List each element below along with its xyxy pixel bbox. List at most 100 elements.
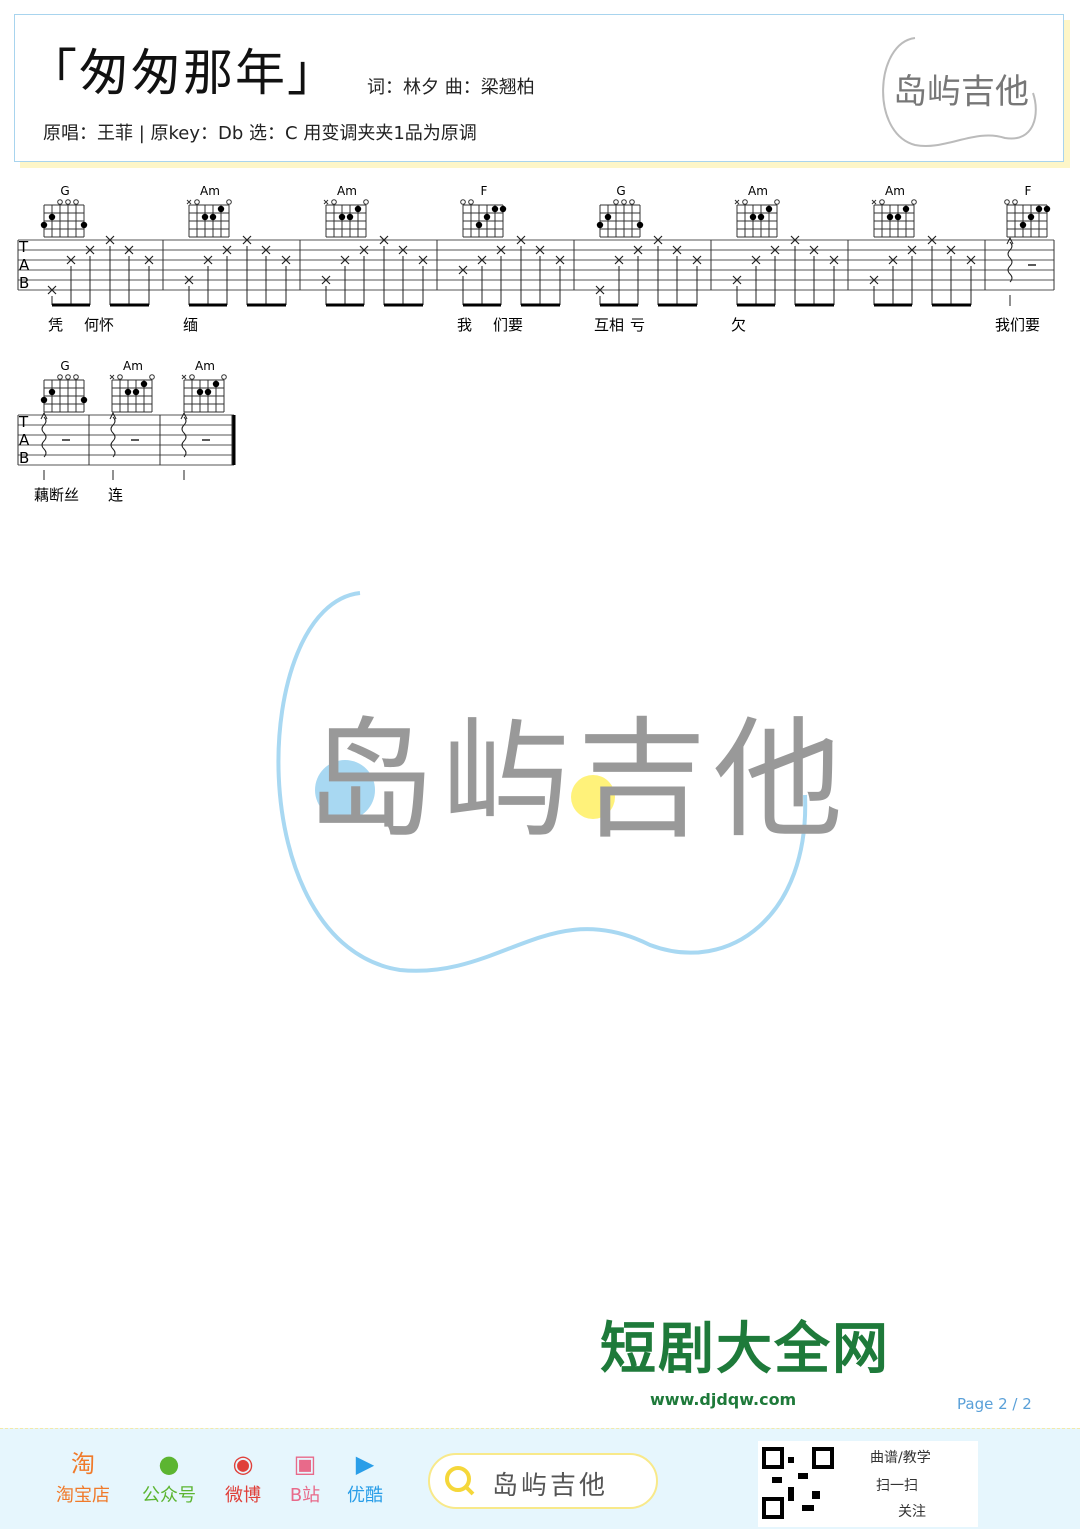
footer-link-label: 公众号: [142, 1485, 196, 1506]
chord-dot: [1035, 205, 1043, 213]
chord-name: Am: [195, 359, 215, 373]
open-string-icon: [1012, 199, 1018, 205]
open-string-icon: [363, 199, 369, 205]
tab-note: [261, 245, 271, 255]
tab-note: [829, 255, 839, 265]
open-string-icon: [629, 199, 635, 205]
tab-note: [907, 245, 917, 255]
tab-note: [966, 255, 976, 265]
tab-note: [614, 255, 624, 265]
chord-name: Am: [748, 184, 768, 198]
chord-dot: [80, 221, 88, 229]
chord-dot: [636, 221, 644, 229]
footer-link-label: 淘宝店: [56, 1485, 110, 1506]
footer-link-icon: ▶: [355, 1450, 375, 1478]
tab-note: [888, 255, 898, 265]
footer-link-0[interactable]: 淘淘宝店: [48, 1447, 118, 1507]
search-box[interactable]: 岛屿吉他: [428, 1453, 658, 1509]
open-string-icon: [149, 374, 155, 380]
lyric: 连: [108, 486, 123, 504]
chord-dot: [80, 396, 88, 404]
song-info: 原唱：王菲 | 原key：Db 选：C 用变调夹夹1品为原调: [43, 123, 477, 144]
open-string-icon: [194, 199, 200, 205]
chord-name: F: [481, 184, 488, 198]
footer-link-label: 优酷: [347, 1485, 383, 1506]
muted-string-icon: [181, 374, 187, 380]
qr-code-icon[interactable]: [762, 1447, 834, 1519]
search-text: 岛屿吉他: [492, 1471, 609, 1501]
lyric: 藕断丝: [34, 486, 79, 504]
open-string-icon: [189, 374, 195, 380]
chord-dot: [48, 388, 56, 396]
page-number: Page 2 / 2: [957, 1395, 1032, 1413]
tab-note: [85, 245, 95, 255]
tab-note: [144, 255, 154, 265]
chord-dot: [604, 213, 612, 221]
tab-note: [203, 255, 213, 265]
chord-name: Am: [885, 184, 905, 198]
chord-dot: [483, 213, 491, 221]
chord-dot: [209, 213, 217, 221]
chord-dot: [491, 205, 499, 213]
footer-link-icon: 淘: [71, 1450, 95, 1478]
footer-link-3[interactable]: ▣B站: [270, 1447, 340, 1507]
tab-note: [927, 235, 937, 245]
tab-note: [105, 235, 115, 245]
overlay-watermark: 短剧大全网: [600, 1317, 890, 1382]
tab-clef: B: [19, 274, 29, 292]
tab-note: [809, 245, 819, 255]
lyric: 凭: [48, 316, 63, 334]
open-string-icon: [911, 199, 917, 205]
chord-dot: [1019, 221, 1027, 229]
open-string-icon: [774, 199, 780, 205]
chord-dot: [765, 205, 773, 213]
chord-name: G: [60, 359, 69, 373]
footer-link-4[interactable]: ▶ 优酷: [330, 1447, 400, 1507]
song-title: 「匆匆那年」: [27, 44, 339, 102]
chord-dot: [346, 213, 354, 221]
footer-link-icon: ●: [158, 1450, 180, 1478]
overlay-url: www.djdqw.com: [650, 1390, 797, 1409]
tab-note: [869, 275, 879, 285]
lyric: 亏: [630, 316, 645, 334]
footer-link-2[interactable]: ◉微博: [208, 1447, 278, 1507]
footer-link-1[interactable]: ● 公众号: [134, 1447, 204, 1507]
open-string-icon: [613, 199, 619, 205]
qr-sub: 扫一扫: [876, 1478, 918, 1494]
chord-dot: [40, 396, 48, 404]
open-string-icon: [57, 199, 63, 205]
lyric: 互相: [594, 316, 624, 334]
tab-clef: T: [18, 238, 29, 256]
header: 「匆匆那年」 词：林夕 曲：梁翘柏 原唱：王菲 | 原key：Db 选：C 用变…: [14, 14, 1064, 162]
open-string-icon: [65, 199, 71, 205]
open-string-icon: [331, 199, 337, 205]
open-string-icon: [468, 199, 474, 205]
chord-dot: [217, 205, 225, 213]
credits: 词：林夕 曲：梁翘柏: [367, 77, 535, 98]
arrow-icon: [109, 411, 117, 420]
chord-dot: [1027, 213, 1035, 221]
lyric: 们要: [493, 316, 523, 334]
lyric: 何怀: [84, 316, 114, 334]
tab-note: [770, 245, 780, 255]
open-string-icon: [117, 374, 123, 380]
tab-note: [751, 255, 761, 265]
tab-note: [242, 235, 252, 245]
lyric: 欠: [731, 316, 746, 334]
open-string-icon: [621, 199, 627, 205]
muted-string-icon: [186, 199, 192, 205]
arrow-icon: [40, 411, 48, 420]
chord-dot: [338, 213, 346, 221]
lyric: 我们要: [995, 316, 1040, 334]
tab-note: [946, 245, 956, 255]
chord-name: F: [1025, 184, 1032, 198]
tab-clef: A: [19, 431, 30, 449]
arpeggio-icon: [181, 416, 187, 458]
open-string-icon: [57, 374, 63, 380]
chord-dot: [499, 205, 507, 213]
tab-note: [732, 275, 742, 285]
tab-note: [555, 255, 565, 265]
arpeggio-icon: [1007, 241, 1013, 283]
open-string-icon: [73, 199, 79, 205]
